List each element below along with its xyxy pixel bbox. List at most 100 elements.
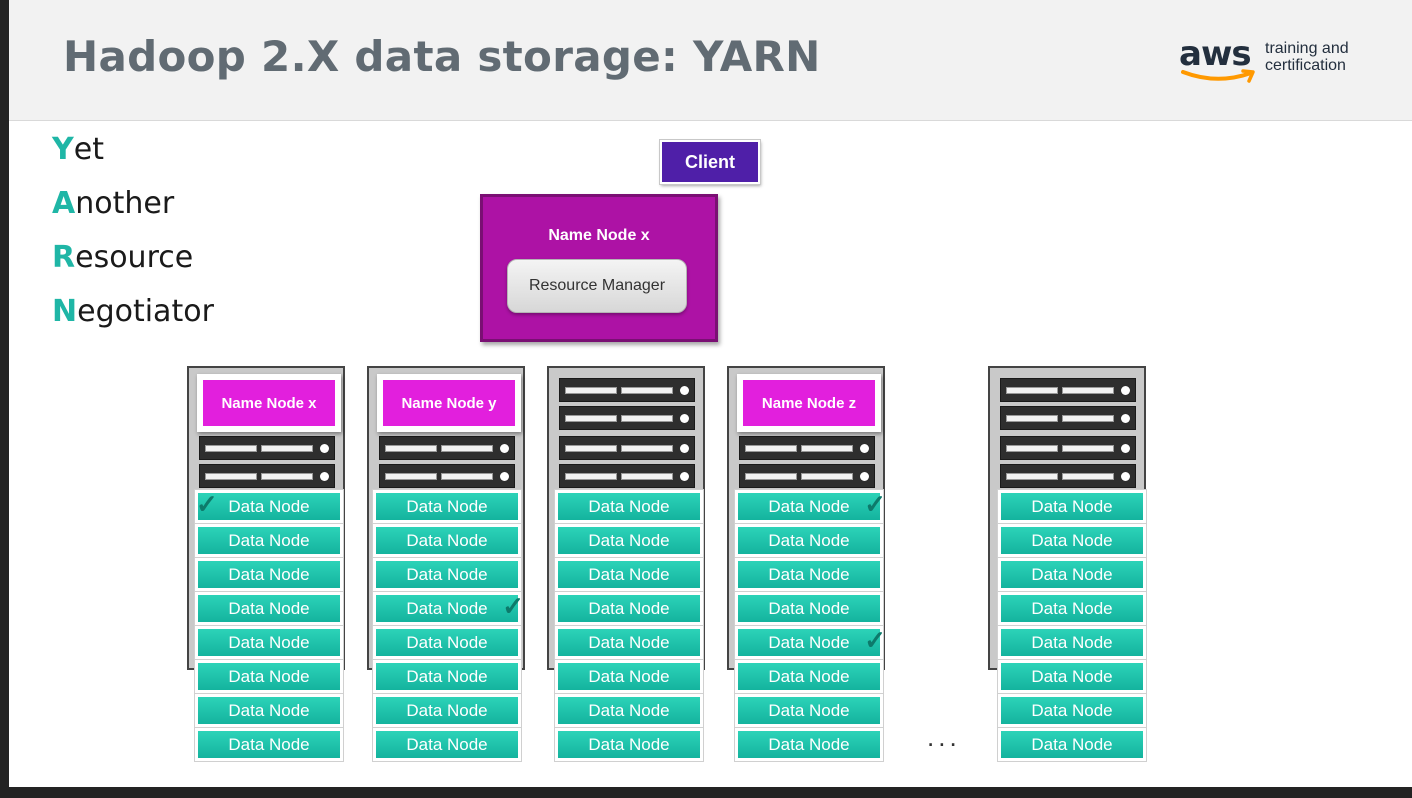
drive-bay	[1062, 387, 1114, 394]
data-node-label: Data Node	[588, 666, 670, 686]
acronym-line: Negotiator	[52, 294, 214, 329]
data-node: Data Node	[554, 489, 704, 524]
data-node: Data Node	[194, 625, 344, 660]
data-node: Data Node	[554, 727, 704, 762]
server-unit	[1000, 406, 1136, 430]
server-unit	[1000, 378, 1136, 402]
data-node-label: Data Node	[228, 564, 310, 584]
data-node: Data Node	[734, 557, 884, 592]
data-node: Data Node	[997, 659, 1147, 694]
drive-bay	[1006, 415, 1058, 422]
data-node: Data Node	[372, 659, 522, 694]
status-led-icon	[680, 414, 689, 423]
data-node-label: Data Node	[768, 564, 850, 584]
acronym-word-rest: esource	[75, 240, 194, 275]
drive-bay	[1062, 473, 1114, 480]
data-node-label: Data Node	[1031, 666, 1113, 686]
acronym-word-rest: et	[73, 132, 104, 167]
resource-manager-box: Resource Manager	[507, 259, 687, 313]
status-led-icon	[1121, 444, 1130, 453]
acronym-line: Another	[52, 186, 174, 221]
data-node: Data Node ✓	[734, 625, 886, 660]
drive-bay	[205, 473, 257, 480]
data-node-label: Data Node	[406, 496, 488, 516]
data-node-label: Data Node	[588, 734, 670, 754]
data-node: Data Node	[194, 523, 344, 558]
data-node: Data Node	[372, 489, 522, 524]
drive-bay	[745, 473, 797, 480]
data-node: Data Node	[554, 523, 704, 558]
data-node-label: Data Node	[228, 632, 310, 652]
drive-bay	[261, 473, 313, 480]
data-node: Data Node	[734, 727, 884, 762]
data-node-label: Data Node	[406, 632, 488, 652]
data-node-label: Data Node	[1031, 632, 1113, 652]
checkmark-icon: ✓	[864, 625, 886, 655]
data-node-label: Data Node	[768, 632, 850, 652]
server-unit	[1000, 436, 1136, 460]
data-node-label: Data Node	[1031, 530, 1113, 550]
acronym-letter: R	[52, 240, 76, 275]
drive-bay	[385, 445, 437, 452]
data-node: Data Node	[997, 591, 1147, 626]
server-unit	[559, 464, 695, 488]
server-unit	[559, 436, 695, 460]
data-node-label: Data Node	[588, 632, 670, 652]
data-node: Data Node	[734, 659, 884, 694]
data-node-label: Data Node	[228, 666, 310, 686]
name-node-tag: Name Node x	[197, 374, 341, 432]
data-node-label: Data Node	[228, 598, 310, 618]
data-node-label: Data Node	[768, 700, 850, 720]
data-node: Data Node	[194, 591, 344, 626]
status-led-icon	[1121, 386, 1130, 395]
acronym-line: Resource	[52, 240, 193, 275]
drive-bay	[1006, 445, 1058, 452]
data-node-label: Data Node	[768, 496, 850, 516]
data-node: Data Node	[997, 625, 1147, 660]
data-node-label: Data Node	[1031, 734, 1113, 754]
checkmark-icon: ✓	[502, 591, 524, 621]
status-led-icon	[320, 472, 329, 481]
checkmark-icon: ✓	[864, 489, 886, 519]
acronym-line: Yet	[52, 132, 104, 167]
aws-tagline: training and certification	[1265, 40, 1349, 74]
drive-bay	[565, 445, 617, 452]
status-led-icon	[680, 444, 689, 453]
drive-bay	[745, 445, 797, 452]
data-node: Data Node ✓	[734, 489, 886, 524]
data-node: Data Node	[997, 693, 1147, 728]
drive-bay	[621, 473, 673, 480]
more-racks-ellipsis: ...	[927, 722, 961, 752]
acronym-letter: Y	[52, 132, 74, 167]
data-node: Data Node	[194, 557, 344, 592]
data-node-label: Data Node	[406, 530, 488, 550]
name-node-tag: Name Node z	[737, 374, 881, 432]
data-node-label: Data Node	[768, 530, 850, 550]
drive-bay	[565, 415, 617, 422]
data-node: Data Node	[372, 727, 522, 762]
drive-bay	[261, 445, 313, 452]
data-node: Data Node	[997, 727, 1147, 762]
server-unit	[559, 378, 695, 402]
data-node-label: Data Node	[588, 598, 670, 618]
data-node: Data Node	[554, 693, 704, 728]
data-node: Data Node	[554, 625, 704, 660]
acronym-letter: A	[52, 186, 76, 221]
data-node: Data Node	[734, 693, 884, 728]
data-node: Data Node	[194, 693, 344, 728]
data-node: Data Node	[734, 591, 884, 626]
data-node-label: Data Node	[588, 700, 670, 720]
data-node-label: Data Node	[406, 734, 488, 754]
data-node-label: Data Node	[406, 700, 488, 720]
aws-wordmark: aws	[1179, 34, 1252, 74]
server-unit	[739, 436, 875, 460]
data-node: Data Node✓	[194, 489, 344, 524]
drive-bay	[801, 445, 853, 452]
data-node-label: Data Node	[228, 496, 310, 516]
drive-bay	[621, 415, 673, 422]
drive-bay	[621, 445, 673, 452]
data-node: Data Node	[554, 659, 704, 694]
data-node: Data Node	[997, 557, 1147, 592]
